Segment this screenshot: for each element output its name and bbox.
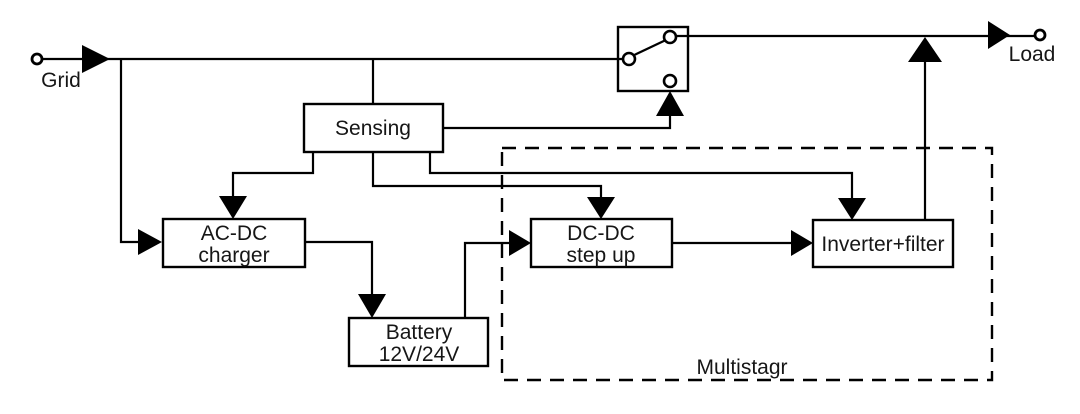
load-label: Load — [1009, 43, 1056, 66]
multistage-group-label: Multistagr — [696, 356, 787, 379]
arrow-switch-control-icon — [656, 91, 684, 116]
wire-charger-to-battery — [305, 240, 374, 296]
battery-label-line2: 12V/24V — [379, 343, 460, 366]
wire-sensing-to-switch-control — [443, 116, 672, 130]
multistage-group-border — [500, 146, 994, 382]
ac-dc-charger-label-line1: AC-DC — [201, 222, 268, 245]
wire-sensing-to-charger — [231, 152, 315, 198]
arrow-into-charger-top-icon — [219, 196, 247, 219]
arrow-into-inverter-left-icon — [791, 230, 813, 256]
dc-dc-step-up-label-line2: step up — [567, 244, 636, 267]
arrow-inverter-to-load-icon — [908, 37, 942, 62]
arrow-into-inverter-top-icon — [838, 198, 866, 220]
sensing-label: Sensing — [335, 117, 411, 140]
arrow-into-dcdc-top-icon — [587, 197, 615, 219]
arrow-into-battery-top-icon — [358, 294, 386, 318]
wire-sensing-to-dcdc — [371, 152, 603, 199]
wire-sensing-to-inverter — [428, 152, 854, 200]
inverter-filter-label: Inverter+filter — [821, 233, 944, 256]
switch-lever — [629, 38, 669, 58]
inverter-filter-block-box — [811, 218, 955, 269]
load-terminal-icon — [1033, 28, 1047, 42]
grid-label: Grid — [41, 69, 81, 92]
wires — [42, 34, 1040, 318]
dc-dc-step-up-block-box — [529, 217, 674, 269]
arrowheads — [82, 21, 1010, 318]
dc-dc-step-up-label-line1: DC-DC — [567, 222, 635, 245]
battery-block-box — [347, 316, 490, 368]
grid-terminal-icon — [30, 52, 44, 66]
wire-grid-to-charger — [119, 59, 140, 244]
arrow-load-out-icon — [988, 21, 1010, 49]
contacts — [30, 28, 1047, 89]
arrow-into-dcdc-left-icon — [509, 230, 531, 256]
arrow-grid-in-icon — [82, 45, 110, 73]
switch-contact-bottom-icon — [662, 73, 678, 89]
wire-battery-to-dcdc — [463, 241, 511, 318]
switch-contact-common-icon — [621, 51, 637, 67]
ac-dc-charger-label-line2: charger — [198, 244, 269, 267]
switch-contact-top-icon — [662, 29, 678, 45]
arrow-into-charger-left-icon — [138, 229, 162, 255]
battery-label-line1: Battery — [386, 321, 453, 344]
